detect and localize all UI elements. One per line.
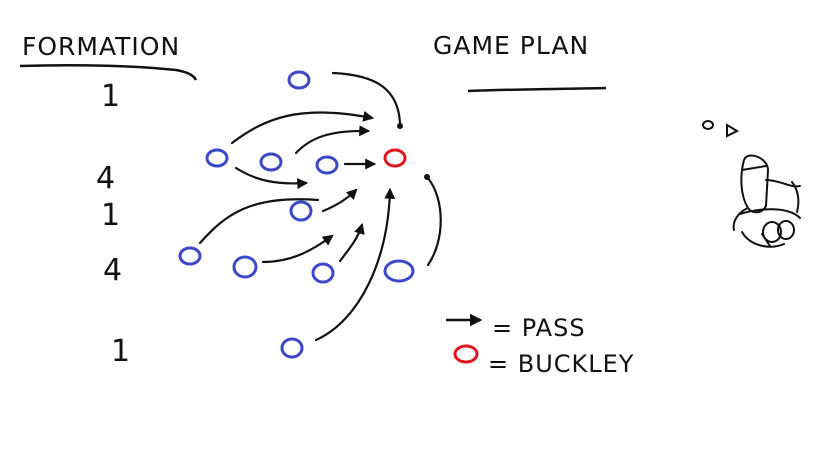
legend-pass-label: = PASS — [492, 314, 586, 342]
game-plan-section: GAME PLAN — [433, 31, 607, 93]
player-marker — [205, 148, 229, 168]
pass-arrow — [426, 176, 442, 267]
formation-title: FORMATION — [22, 32, 180, 61]
pass-arrow — [198, 198, 320, 245]
legend-buckley-label: = BUCKLEY — [488, 350, 634, 378]
pass-arrow — [261, 234, 334, 264]
formation-row-1: 1 — [101, 79, 120, 114]
player-marker — [289, 200, 313, 222]
formation-row-2: 4 — [96, 161, 115, 196]
player-marker — [383, 259, 415, 283]
game-plan-underline — [467, 86, 607, 93]
pass-arrow — [331, 71, 402, 125]
pass-arrows — [198, 71, 442, 342]
player-marker — [280, 337, 304, 359]
player-marker — [178, 246, 202, 266]
pass-arrow-dot — [424, 174, 430, 180]
formation-row-5: 1 — [111, 334, 130, 369]
player-marker — [287, 70, 311, 90]
formation-row-4: 4 — [103, 253, 122, 288]
pass-arrow — [338, 222, 365, 263]
player-marker — [259, 152, 283, 172]
doodle-icon — [702, 120, 801, 248]
formation-row-3: 1 — [101, 198, 120, 233]
formation-section: FORMATION 1 4 1 4 1 — [19, 32, 198, 369]
pass-arrow — [234, 166, 309, 190]
pass-arrow — [230, 110, 375, 145]
buckley-marker — [383, 148, 407, 168]
pass-arrow — [294, 125, 371, 155]
pass-arrow-dot — [397, 123, 403, 129]
game-plan-title: GAME PLAN — [433, 31, 589, 60]
player-marker — [232, 255, 258, 279]
legend-buckley-marker — [453, 344, 479, 364]
players — [178, 70, 415, 359]
player-marker — [311, 262, 335, 284]
player-marker — [315, 155, 339, 175]
legend: = PASS = BUCKLEY — [446, 313, 634, 378]
pass-arrow — [314, 187, 396, 342]
pass-arrow — [321, 188, 358, 213]
formation-underline — [19, 63, 198, 81]
